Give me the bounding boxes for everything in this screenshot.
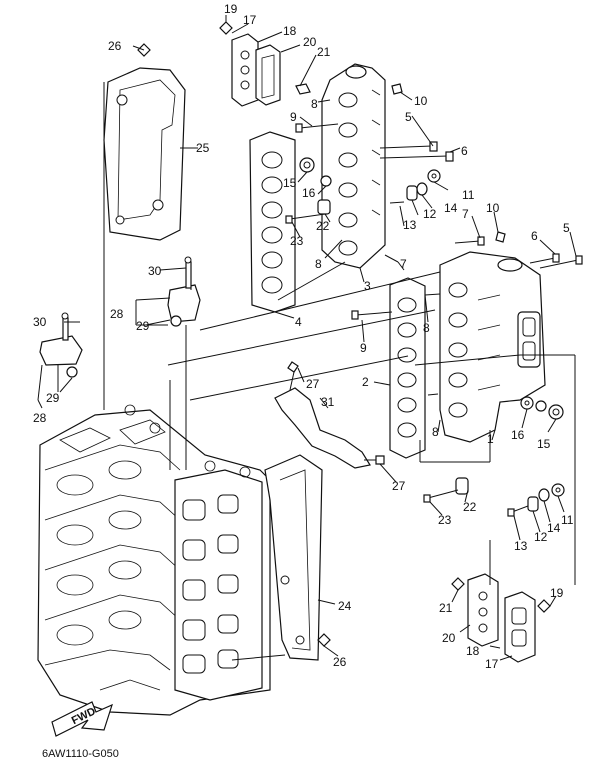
callout-label: 19 (224, 2, 238, 16)
callout-label: 15 (537, 437, 551, 451)
callout-label: 12 (423, 207, 437, 221)
engine-block (37, 404, 271, 716)
callout-label: 23 (438, 513, 452, 527)
callout-label: 18 (283, 24, 297, 38)
callout-label: 20 (442, 631, 456, 645)
callout-label: 28 (33, 411, 47, 425)
gasket-part-4 (249, 131, 296, 313)
callout-label: 8 (432, 425, 439, 439)
bracket-assembly-28 (167, 256, 201, 327)
callout-label: 9 (360, 341, 367, 355)
callout-label: 8 (315, 257, 322, 271)
callout-label: 7 (462, 207, 469, 221)
callout-label: 1 (487, 432, 494, 446)
callout-label: 31 (321, 395, 335, 409)
callout-label: 26 (108, 39, 122, 53)
manifold-part-3 (321, 63, 386, 269)
callout-label: 12 (534, 530, 548, 544)
diagram-code: 6AW1110-G050 (42, 748, 119, 760)
callout-label: 6 (461, 144, 468, 158)
cover-plates-top (231, 33, 281, 107)
callout-label: 15 (283, 176, 297, 190)
callout-label: 21 (317, 45, 331, 59)
callout-label: 11 (561, 513, 574, 527)
callout-label: 28 (110, 307, 124, 321)
callout-labels: 19 17 18 20 21 26 8 10 9 5 6 25 15 16 11… (33, 2, 574, 671)
callout-label: 13 (514, 539, 528, 553)
callout-label: 14 (444, 201, 458, 215)
cover-plates-bottom (467, 573, 536, 663)
callout-label: 4 (295, 315, 302, 329)
manifold-part-1 (439, 251, 546, 443)
callout-label: 5 (405, 110, 412, 124)
gasket-part-2 (389, 277, 426, 459)
fwd-arrow-icon: FWD (51, 701, 113, 737)
callout-label: 20 (303, 35, 317, 49)
bracket-part-31 (274, 387, 371, 469)
leader-lines (37, 15, 577, 661)
callout-label: 6 (531, 229, 538, 243)
callout-label: 23 (290, 234, 304, 248)
callout-label: 29 (46, 391, 60, 405)
callout-label: 17 (485, 657, 499, 671)
callout-label: 18 (466, 644, 480, 658)
callout-label: 26 (333, 655, 347, 669)
callout-label: 27 (306, 377, 320, 391)
callout-label: 29 (136, 319, 150, 333)
callout-label: 16 (302, 186, 316, 200)
small-hardware (137, 21, 583, 647)
callout-label: 30 (148, 264, 162, 278)
callout-label: 9 (290, 110, 297, 124)
callout-label: 8 (311, 97, 318, 111)
callout-label: 17 (243, 13, 257, 27)
callout-label: 3 (364, 279, 371, 293)
callout-label: 14 (547, 521, 561, 535)
callout-label: 5 (563, 221, 570, 235)
callout-label: 22 (316, 219, 330, 233)
callout-label: 16 (511, 428, 525, 442)
callout-label: 8 (423, 321, 430, 335)
callout-label: 10 (486, 201, 500, 215)
callout-label: 24 (338, 599, 352, 613)
callout-label: 27 (392, 479, 406, 493)
callout-label: 30 (33, 315, 47, 329)
callout-label: 2 (362, 375, 369, 389)
callout-label: 21 (439, 601, 453, 615)
callout-label: 13 (403, 218, 417, 232)
callout-label: 22 (463, 500, 477, 514)
callout-label: 11 (462, 188, 475, 202)
callout-label: 7 (400, 257, 407, 271)
callout-label: 19 (550, 586, 564, 600)
bracket-assembly-28-lower (39, 312, 83, 378)
cover-part-25 (103, 67, 186, 241)
callout-label: 10 (414, 94, 428, 108)
callout-label: 25 (196, 141, 210, 155)
cover-part-24 (264, 454, 323, 661)
